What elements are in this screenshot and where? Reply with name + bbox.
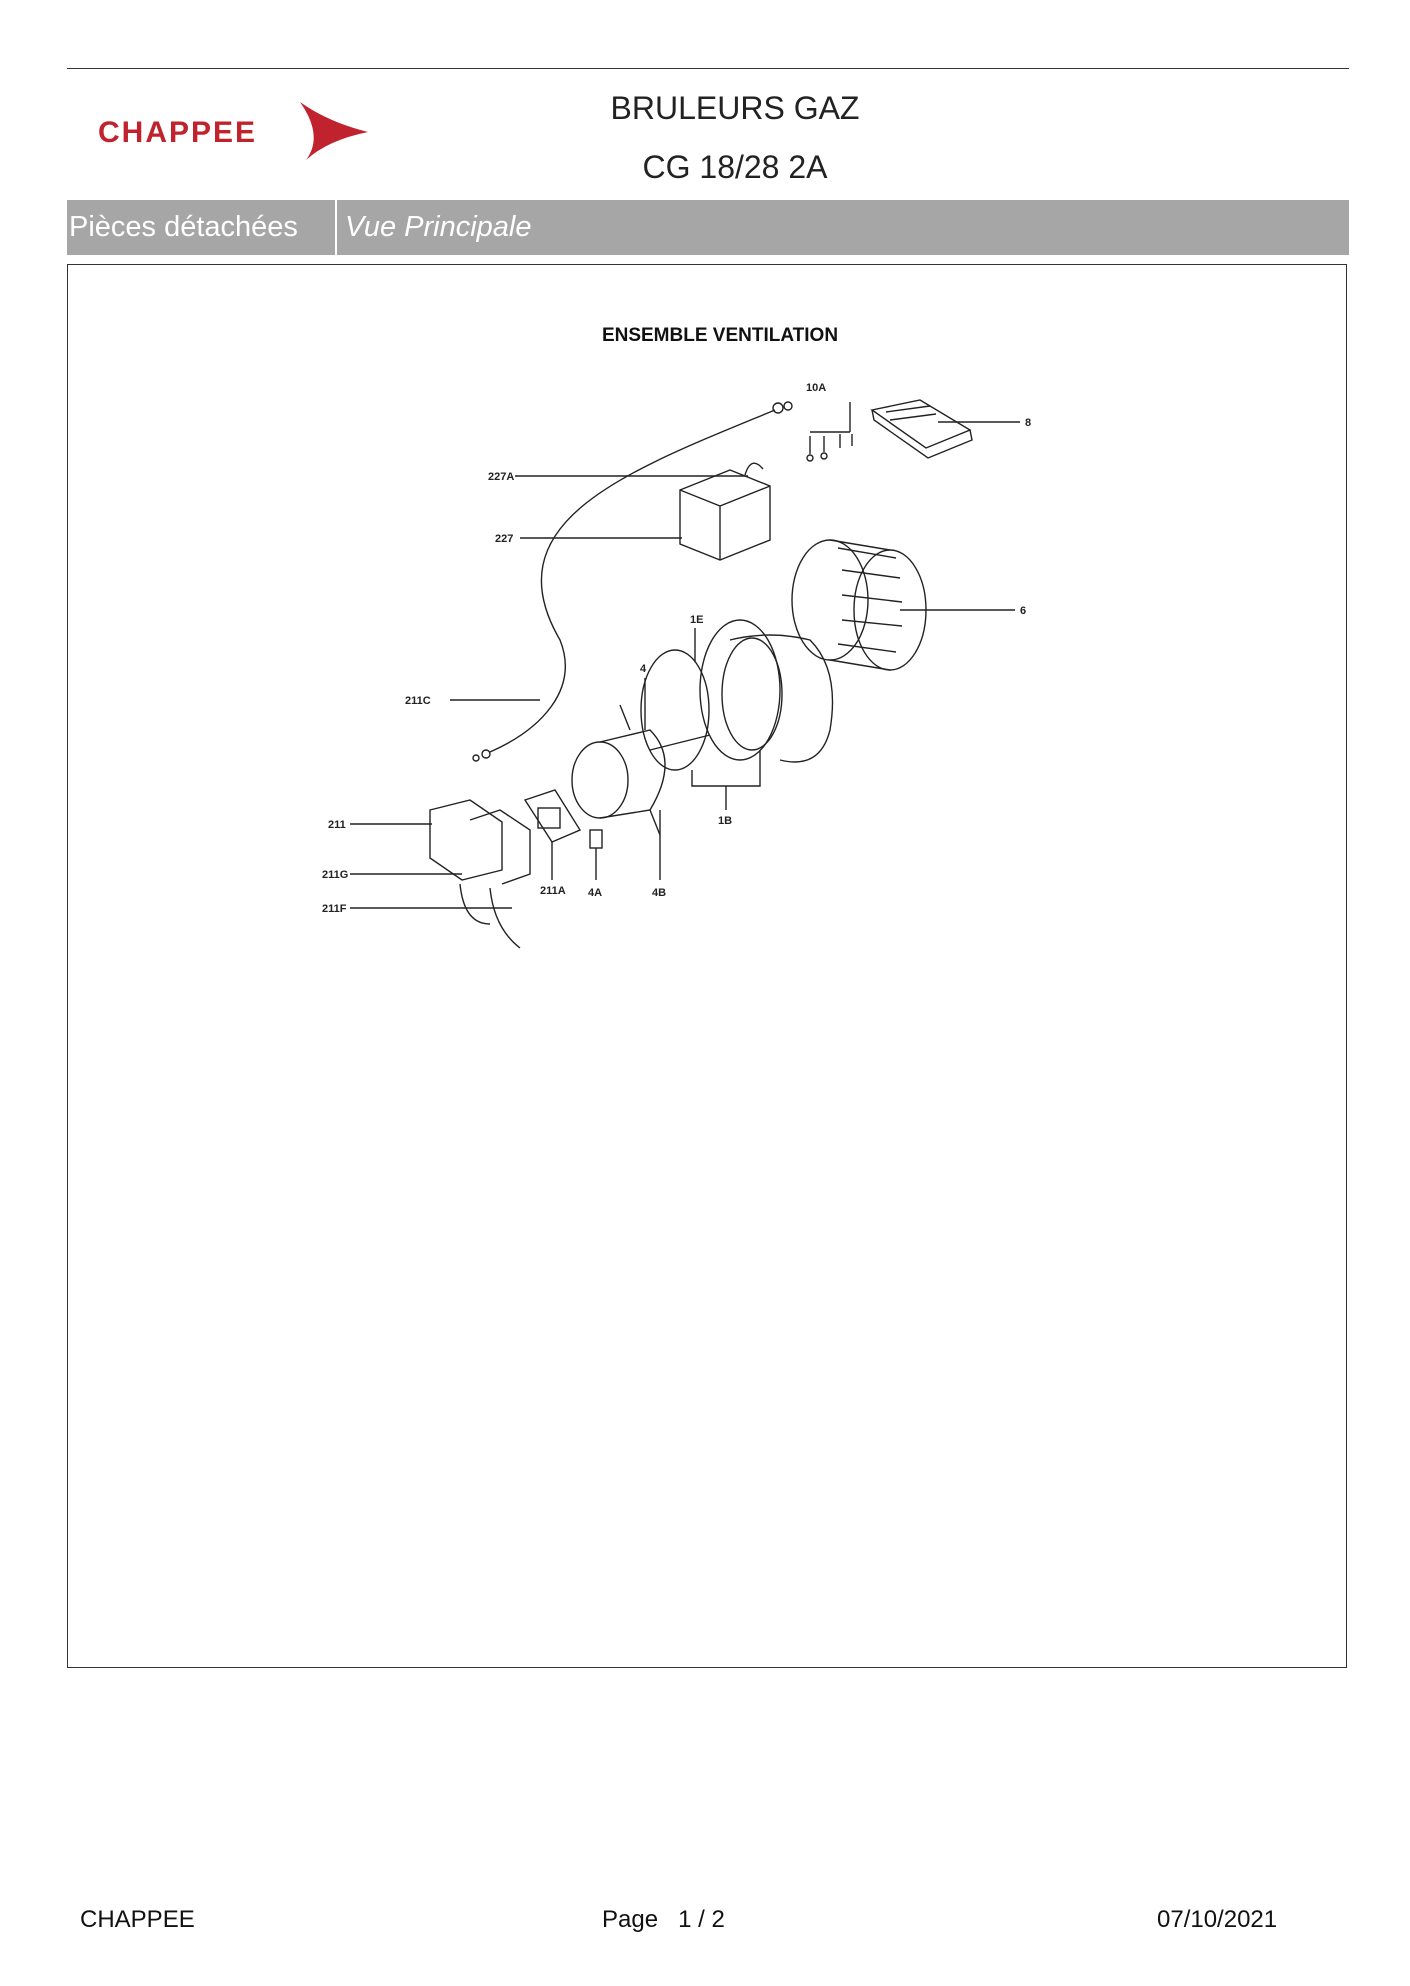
exploded-view-diagram: ENSEMBLE VENTILATION xyxy=(290,310,1090,950)
part-turbine xyxy=(791,539,1015,671)
diagram-frame xyxy=(67,264,1347,1668)
chappee-logo: CHAPPEE xyxy=(98,100,368,166)
footer-date: 07/10/2021 xyxy=(1157,1906,1278,1933)
callout-211: 211 xyxy=(328,819,346,831)
callout-211c: 211C xyxy=(405,695,431,707)
part-capacitor xyxy=(589,829,603,880)
callout-227a: 227A xyxy=(488,471,514,483)
part-gasket xyxy=(523,789,582,880)
callout-10a: 10A xyxy=(806,382,826,394)
part-cover-plate xyxy=(870,399,1020,459)
page-label: Page xyxy=(602,1906,659,1933)
callout-1b: 1B xyxy=(718,815,732,827)
part-control-box xyxy=(350,799,531,949)
callout-4a: 4A xyxy=(588,887,602,899)
callout-1e: 1E xyxy=(690,614,703,626)
part-volute xyxy=(640,619,834,810)
callout-8: 8 xyxy=(1025,417,1031,429)
callout-211f: 211F xyxy=(322,903,347,915)
part-transformer xyxy=(515,462,771,561)
diagram-title: ENSEMBLE VENTILATION xyxy=(602,325,838,346)
logo-arrow-icon xyxy=(300,102,368,160)
footer-page: Page 1 / 2 xyxy=(602,1906,725,1934)
part-motor xyxy=(571,678,711,880)
part-cable xyxy=(450,401,793,762)
section-divider xyxy=(335,200,337,255)
callout-211g: 211G xyxy=(322,869,348,881)
section-bar: Pièces détachées Vue Principale xyxy=(67,200,1349,255)
callout-6: 6 xyxy=(1020,605,1026,617)
footer-company: CHAPPEE xyxy=(80,1906,195,1933)
document-subtitle: CG 18/28 2A xyxy=(642,149,828,185)
callout-211a: 211A xyxy=(540,885,566,897)
logo-wordmark: CHAPPEE xyxy=(98,116,258,149)
document-title: BRULEURS GAZ xyxy=(610,90,860,126)
header-rule xyxy=(67,68,1349,69)
page-total: 2 xyxy=(711,1906,725,1933)
part-screws xyxy=(806,402,853,462)
page-separator: / xyxy=(698,1906,705,1933)
exploded-view-svg: ENSEMBLE VENTILATION xyxy=(322,325,1031,949)
callout-4b: 4B xyxy=(652,887,666,899)
callout-4: 4 xyxy=(640,663,647,675)
page-number: 1 xyxy=(678,1906,692,1933)
view-label: Vue Principale xyxy=(345,211,532,243)
section-label: Pièces détachées xyxy=(69,211,298,243)
callout-227: 227 xyxy=(495,533,513,545)
